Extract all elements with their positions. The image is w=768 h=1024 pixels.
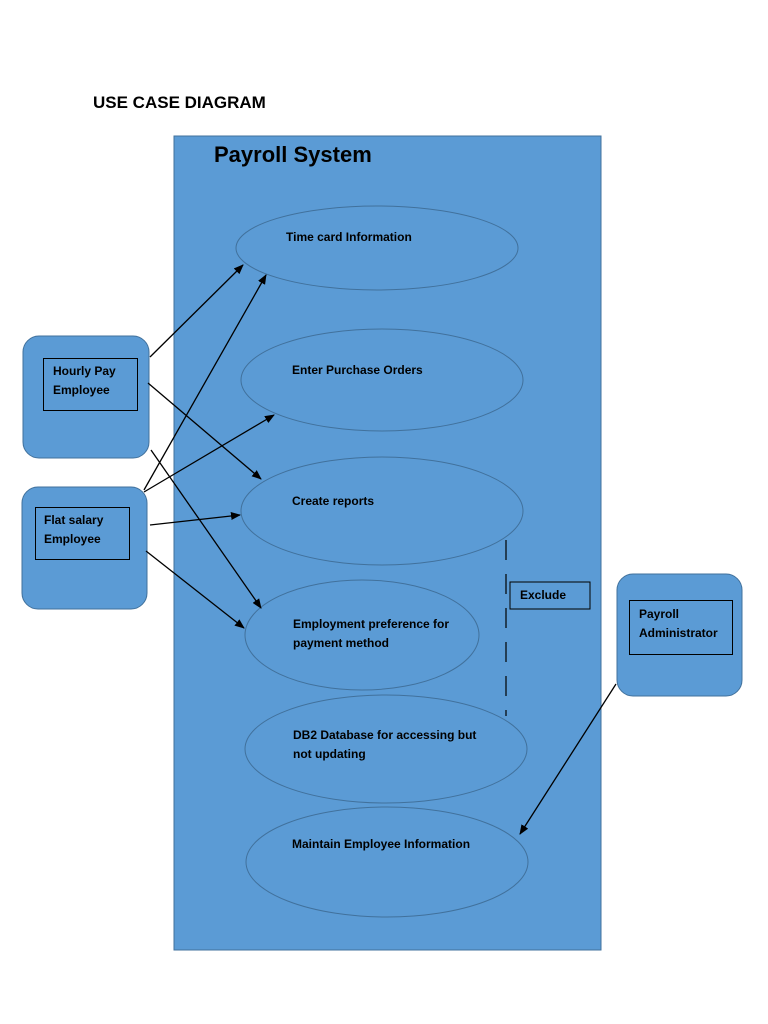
- use-case-label-maintain-employee: Maintain Employee Information: [292, 835, 470, 854]
- actor-label-line: Employee: [53, 383, 110, 397]
- use-case-label-employment-preference: Employment preference for payment method: [293, 615, 449, 653]
- actor-label-line: Employee: [44, 532, 101, 546]
- system-title: Payroll System: [214, 142, 372, 167]
- arrow-flat-to-purchase-orders: [143, 414, 275, 493]
- page-heading: USE CASE DIAGRAM: [93, 93, 266, 112]
- use-case-label-line: Maintain Employee Information: [292, 837, 471, 851]
- arrow-admin-to-maintain-employee: [519, 683, 617, 835]
- actor-label-line: Hourly Pay: [53, 364, 116, 378]
- use-case-employment-preference: [244, 579, 480, 691]
- exclude-label: Exclude: [520, 588, 567, 602]
- arrow-hourly-to-time-card: [149, 264, 244, 358]
- use-case-label-line: Create reports: [292, 494, 375, 508]
- use-case-purchase-orders: [240, 328, 524, 432]
- arrow-hourly-to-create-reports: [147, 382, 262, 480]
- use-case-label-time-card: Time card Information: [286, 228, 412, 247]
- use-case-label-db2-database: DB2 Database for accessing but not updat…: [293, 726, 476, 764]
- actor-payroll-administrator: [616, 573, 743, 697]
- use-case-label-line: Employment preference for: [293, 617, 450, 631]
- arrow-flat-to-create-reports: [149, 512, 241, 526]
- use-case-label-line: DB2 Database for accessing but: [293, 728, 477, 742]
- use-case-label-line: payment method: [293, 636, 390, 650]
- use-case-time-card: [235, 205, 519, 291]
- use-case-label-create-reports: Create reports: [292, 492, 374, 511]
- arrow-flat-to-employment-preference: [145, 550, 245, 629]
- actor-hourly-pay-employee: [22, 335, 150, 459]
- use-case-label-line: not updating: [293, 747, 366, 761]
- actor-flat-salary-employee: [21, 486, 148, 610]
- use-case-label-line: Enter Purchase Orders: [292, 363, 423, 377]
- exclude-box: [509, 581, 591, 610]
- actor-label-box-hourly: [43, 358, 138, 411]
- actor-label-line: Administrator: [639, 626, 718, 640]
- use-case-label-purchase-orders: Enter Purchase Orders: [292, 361, 423, 380]
- actor-label-box-admin: [629, 600, 733, 655]
- use-case-label-line: Time card Information: [286, 230, 412, 244]
- actor-label-box-flat: [35, 507, 130, 560]
- use-case-create-reports: [240, 456, 524, 566]
- actor-label-line: Flat salary: [44, 513, 104, 527]
- use-case-maintain-employee: [245, 806, 529, 918]
- actor-label-flat-salary-employee: Flat salary Employee: [44, 511, 103, 549]
- actor-label-payroll-administrator: Payroll Administrator: [639, 605, 718, 643]
- use-case-db2-database: [244, 694, 528, 804]
- actor-label-line: Payroll: [639, 607, 680, 621]
- arrow-flat-to-time-card: [143, 274, 267, 491]
- actor-label-hourly-pay-employee: Hourly Pay Employee: [53, 362, 116, 400]
